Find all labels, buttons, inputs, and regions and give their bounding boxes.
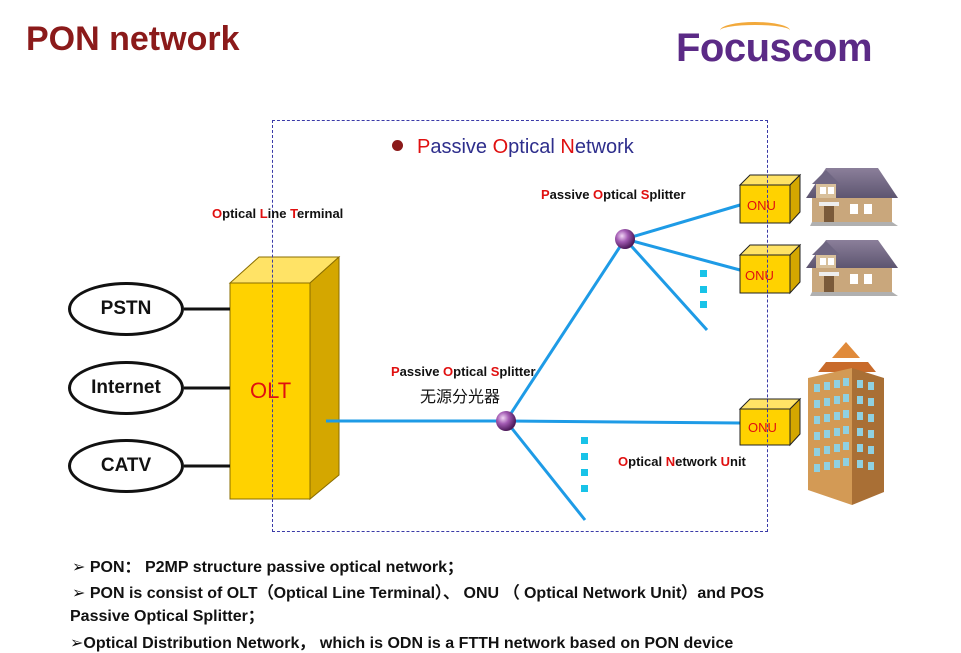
splitter-main-caption-p: P bbox=[391, 364, 400, 379]
splitter-main bbox=[496, 411, 516, 431]
splitter-top-caption-s: S bbox=[640, 187, 650, 202]
pon-heading-assive: assive bbox=[430, 136, 493, 158]
olt-caption-ptical: ptical bbox=[222, 206, 260, 221]
splitter-top-caption-ptical: ptical bbox=[603, 187, 641, 202]
onu-caption-ptical: ptical bbox=[628, 454, 666, 469]
house-icon-2 bbox=[806, 240, 898, 296]
service-catv: CATV bbox=[68, 439, 184, 493]
olt-caption-o: O bbox=[212, 206, 223, 221]
onu-label-3: ONU bbox=[748, 420, 777, 435]
building-icon bbox=[808, 342, 884, 505]
olt-caption-erminal: erminal bbox=[297, 206, 344, 221]
pon-heading-n: N bbox=[560, 136, 575, 158]
fiber-lines bbox=[326, 203, 741, 521]
splitter-top bbox=[615, 229, 635, 249]
pon-heading-ptical: ptical bbox=[508, 136, 561, 158]
splitter-main-caption: Passive Optical Splitter bbox=[391, 364, 536, 379]
pon-heading: Passive Optical Network bbox=[392, 136, 634, 159]
logo-arc bbox=[720, 22, 790, 39]
onu-caption-u: U bbox=[720, 454, 730, 469]
splitter-top-caption-p: P bbox=[541, 187, 550, 202]
house-icon-1 bbox=[806, 168, 898, 226]
fiber-to-onu2 bbox=[624, 237, 741, 272]
note-line-3: Passive Optical Splitter； bbox=[70, 608, 264, 625]
splitter-main-caption-ptical: ptical bbox=[453, 364, 491, 379]
splitter-top-caption: Passive Optical Splitter bbox=[541, 187, 686, 202]
onu-caption-o: O bbox=[618, 454, 629, 469]
onu-caption: Optical Network Unit bbox=[618, 454, 746, 469]
olt-caption-ine: ine bbox=[267, 206, 291, 221]
splitter-top-caption-assive: assive bbox=[549, 187, 594, 202]
onu-box-1 bbox=[738, 173, 802, 225]
fiber-splitter-branch bbox=[504, 420, 587, 521]
fiber-splitter-to-splitter bbox=[504, 238, 627, 422]
splitter-main-caption-assive: assive bbox=[399, 364, 444, 379]
onu-label-1: ONU bbox=[747, 198, 776, 213]
splitter-main-caption-s: S bbox=[490, 364, 500, 379]
onu-caption-nit: nit bbox=[730, 454, 746, 469]
onu-box-2 bbox=[738, 243, 802, 295]
fiber-splitter-to-onu3 bbox=[505, 419, 741, 425]
olt-caption-l: L bbox=[259, 206, 268, 221]
onu-box-3 bbox=[738, 397, 802, 447]
note-line-2: ➢ PON is consist of OLT（Optical Line Ter… bbox=[72, 585, 765, 602]
pon-boundary bbox=[272, 120, 768, 532]
focuscom-logo: Focuscom bbox=[676, 26, 873, 70]
note-line-1: ➢ PON： P2MP structure passive optical ne… bbox=[72, 559, 464, 576]
continuation-dots bbox=[581, 270, 707, 492]
olt-caption: Optical Line Terminal bbox=[212, 206, 343, 221]
slide-title: PON network bbox=[26, 20, 240, 58]
pon-heading-p: P bbox=[417, 136, 431, 158]
service-internet: Internet bbox=[68, 361, 184, 415]
note-line-4: ➢Optical Distribution Network， which is … bbox=[70, 635, 734, 652]
service-pstn: PSTN bbox=[68, 282, 184, 336]
bullet-dot bbox=[392, 140, 403, 152]
fiber-to-onu1 bbox=[624, 203, 741, 241]
pon-heading-o: O bbox=[492, 136, 509, 158]
splitter-main-caption-plitter: plitter bbox=[499, 364, 536, 379]
olt-box bbox=[228, 255, 341, 501]
onu-label-2: ONU bbox=[745, 268, 774, 283]
olt-label: OLT bbox=[250, 378, 292, 403]
splitter-chinese-caption: 无源分光器 bbox=[420, 387, 501, 406]
olt-caption-t: T bbox=[290, 206, 298, 221]
onu-caption-etwork: etwork bbox=[675, 454, 721, 469]
fiber-branch-down bbox=[623, 237, 709, 332]
splitter-top-caption-plitter: plitter bbox=[649, 187, 686, 202]
splitter-main-caption-o: O bbox=[443, 364, 454, 379]
pon-heading-etwork: etwork bbox=[574, 136, 634, 158]
splitter-top-caption-o: O bbox=[593, 187, 604, 202]
onu-caption-n: N bbox=[665, 454, 676, 469]
